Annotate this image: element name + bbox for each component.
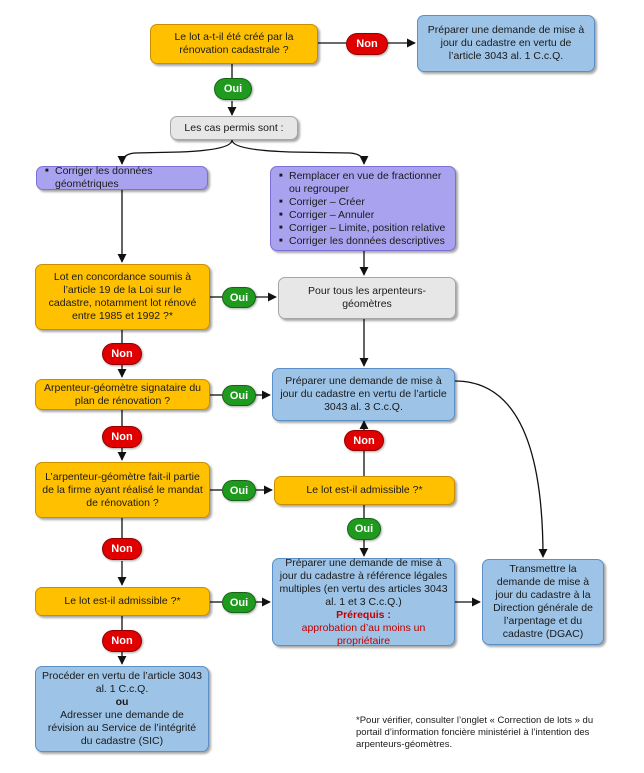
question-signatory-surveyor: Arpenteur-géomètre signataire du plan de…	[35, 379, 210, 410]
yes-badge: Oui	[222, 287, 256, 308]
question-lot-admissible-right: Le lot est-il admissible ?*	[274, 476, 455, 505]
question-lot-created-text: Le lot a-t-il été créé par la rénovation…	[174, 31, 294, 56]
no-badge: Non	[346, 33, 388, 55]
yes-badge: Oui	[222, 385, 256, 406]
edge-cases-left	[117, 139, 233, 165]
yes-badge: Oui	[222, 592, 256, 613]
action-prepare-multiple-references: Préparer une demande de mise à jour du c…	[272, 557, 455, 647]
question-lot-in-concordance: Lot en concordance soumis à l’article 19…	[35, 264, 210, 330]
question-lot-created-by-renovation: Le lot a-t-il été créé par la rénovation…	[150, 24, 318, 64]
or-label: ou	[115, 696, 129, 708]
edge-prepare3-transmit	[454, 380, 548, 558]
footnote: *Pour vérifier, consulter l’onglet « Cor…	[356, 715, 594, 750]
case-item-replace: Remplacer en vue de fractionner ou regro…	[279, 170, 449, 196]
yes-badge: Oui	[222, 480, 256, 501]
question-surveyor-in-firm: L’arpenteur-géomètre fait-il partie de l…	[35, 462, 210, 518]
case-item-correct-limit: Corriger – Limite, position relative	[279, 222, 449, 235]
case-item-correct-descriptive: Corriger les données descriptives	[279, 235, 449, 248]
all-surveyors-box: Pour tous les arpenteurs-géomètres	[278, 277, 456, 319]
permitted-cases-label: Les cas permis sont :	[170, 116, 298, 140]
case-item: Corriger les données géométriques	[45, 165, 201, 191]
case-correct-geometric-data: Corriger les données géométriques	[36, 165, 208, 191]
action-proceed-or-revision: Procéder en vertu de l’article 3043 al. …	[35, 666, 209, 752]
no-badge: Non	[102, 343, 142, 365]
no-badge: Non	[102, 630, 142, 652]
action-transmit-to-dgac: Transmettre la demande de mise à jour du…	[482, 559, 604, 645]
action-prepare-3043-al1: Préparer une demande de mise à jour du c…	[417, 15, 595, 72]
prerequisite-title: Prérequis :	[336, 608, 391, 621]
case-item-correct-create: Corriger – Créer	[279, 196, 449, 209]
yes-badge: Oui	[214, 78, 252, 100]
action-prepare-3043-al3: Préparer une demande de mise à jour du c…	[272, 368, 455, 421]
action-prepare-3043-al1-text: Préparer une demande de mise à jour du c…	[427, 24, 585, 62]
edge-cases-right	[231, 139, 369, 165]
no-badge: Non	[344, 430, 384, 451]
no-badge: Non	[102, 538, 142, 560]
question-lot-admissible-left: Le lot est-il admissible ?*	[35, 587, 210, 616]
prerequisite-text: approbation d’au moins un propriétaire	[301, 621, 426, 647]
case-item-correct-cancel: Corriger – Annuler	[279, 209, 449, 222]
yes-badge: Oui	[347, 518, 381, 540]
no-badge: Non	[102, 426, 142, 448]
case-list-right: Remplacer en vue de fractionner ou regro…	[270, 166, 456, 251]
